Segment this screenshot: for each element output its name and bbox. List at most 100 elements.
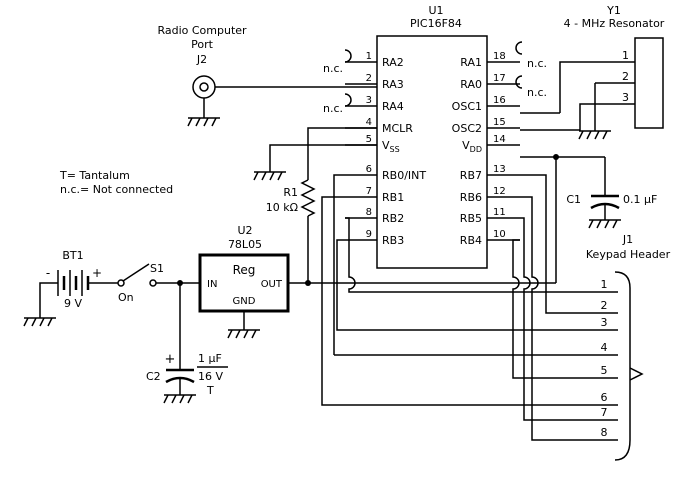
u1-pin-name-8: RB2: [382, 212, 404, 225]
bt1-battery: BT1 9 V - +: [23, 249, 118, 327]
r1-ref: R1: [283, 186, 298, 199]
j2-title-line2: Port: [191, 38, 213, 51]
u1-pin-name-16: OSC1: [452, 100, 482, 113]
c2-plus: +: [165, 352, 176, 367]
u1-pin-name-4: MCLR: [382, 122, 413, 135]
vdd-net: C1 0.1 µF: [520, 154, 657, 283]
u1-pin-name-11: RB5: [460, 212, 482, 225]
ground-symbol-u2: [227, 329, 260, 339]
u1-pin-number-1: 1: [366, 51, 372, 62]
u1-pin-name-3: RA4: [382, 100, 404, 113]
nc-markers: n.c. n.c. n.c. n.c.: [323, 41, 547, 115]
c2-ref: C2: [146, 370, 161, 383]
ground-symbol-y1: [578, 130, 611, 140]
legend-line2: n.c.= Not connected: [60, 183, 173, 196]
nc-label-pin18: n.c.: [527, 57, 547, 70]
s1-on-label: On: [118, 291, 134, 304]
legend: T= Tantalum n.c.= Not connected: [59, 169, 173, 196]
y1-pin-3: 3: [622, 91, 629, 104]
5v-rail: [288, 280, 556, 286]
c1-value: 0.1 µF: [623, 193, 657, 206]
u1-microcontroller: U1 PIC16F84 1 RA2 2 RA3 3 RA4 4 MCLR 5 VSS 6 RB0/IN…: [345, 4, 520, 269]
j2-radio-port: Radio Computer Port J2: [157, 24, 377, 127]
ground-symbol-vss: [253, 171, 286, 181]
legend-line1: T= Tantalum: [59, 169, 130, 182]
u2-out: OUT: [261, 279, 283, 290]
u1-pin-number-18: 18: [493, 51, 506, 62]
s1-ref: S1: [150, 262, 164, 275]
u1-pin-name-1: RA2: [382, 56, 404, 69]
u2-ref: U2: [237, 224, 252, 237]
y1-pin-1: 1: [622, 49, 629, 62]
bt1-value: 9 V: [64, 297, 82, 310]
u1-pin-number-4: 4: [366, 117, 372, 128]
bt1-ref: BT1: [62, 249, 83, 262]
nc-label-pin1: n.c.: [323, 62, 343, 75]
j1-pin-number-1: 1: [601, 278, 608, 291]
u1-pin-number-17: 17: [493, 73, 506, 84]
j1-pin-number-2: 2: [601, 299, 608, 312]
u1-pin-name-2: RA3: [382, 78, 404, 91]
c2-rating: 16 V: [198, 370, 223, 383]
u1-pin-number-14: 14: [493, 134, 506, 145]
u1-pin-name-7: RB1: [382, 191, 404, 204]
ground-symbol-bt1: [23, 317, 56, 327]
j1-pin-number-3: 3: [601, 316, 608, 329]
c2-value: 1 µF: [198, 352, 222, 365]
u1-pin-number-11: 11: [493, 207, 506, 218]
c1-ref: C1: [566, 193, 581, 206]
u1-pin-name-14: VDD: [462, 139, 482, 154]
u1-pin-number-10: 10: [493, 229, 506, 240]
u1-pin-number-3: 3: [366, 95, 372, 106]
j1-pin-number-6: 6: [601, 391, 608, 404]
keypad-wiring: [321, 174, 601, 441]
u1-pin-name-10: RB4: [460, 234, 482, 247]
j1-pin-number-7: 7: [601, 406, 608, 419]
u2-in: IN: [207, 279, 217, 290]
c1-capacitor: C1 0.1 µF: [566, 193, 657, 220]
u1-pin-name-5: VSS: [382, 139, 400, 154]
u1-pin-number-12: 12: [493, 186, 506, 197]
u2-regulator: U2 78L05 Reg IN OUT GND: [198, 224, 290, 339]
nc-label-pin17: n.c.: [527, 86, 547, 99]
s1-switch: S1 On: [117, 262, 200, 304]
bt1-plus: +: [92, 266, 102, 280]
u2-label: Reg: [233, 263, 256, 277]
r1-resistor: R1 10 kΩ: [266, 127, 377, 283]
r1-value: 10 kΩ: [266, 201, 298, 214]
u1-pin-name-13: RB7: [460, 169, 482, 182]
c2-type: T: [206, 384, 214, 397]
u1-pin-number-16: 16: [493, 95, 506, 106]
u1-pin-number-6: 6: [366, 164, 372, 175]
u1-pin-number-2: 2: [366, 73, 372, 84]
u1-pin-number-5: 5: [366, 134, 372, 145]
j2-ref: J2: [196, 53, 207, 66]
u1-pin-number-8: 8: [366, 207, 372, 218]
u1-pin-number-15: 15: [493, 117, 506, 128]
u2-part: 78L05: [228, 238, 262, 251]
ground-symbol-j2: [187, 117, 220, 127]
j1-pin-number-8: 8: [601, 426, 608, 439]
u1-part: PIC16F84: [410, 17, 462, 30]
j1-desc: Keypad Header: [586, 248, 671, 261]
j2-title-line1: Radio Computer: [157, 24, 247, 37]
u1-pin-name-12: RB6: [460, 191, 482, 204]
u1-pin-number-13: 13: [493, 164, 506, 175]
y1-desc: 4 - MHz Resonator: [564, 17, 665, 30]
j1-ref: J1: [622, 233, 633, 246]
u2-gnd: GND: [233, 296, 256, 307]
ground-symbol-c1: [588, 219, 621, 229]
y1-pin-2: 2: [622, 70, 629, 83]
j1-pin-number-5: 5: [601, 364, 608, 377]
u1-pin-name-6: RB0/INT: [382, 169, 426, 182]
u1-ref: U1: [428, 4, 443, 17]
ground-symbol-c2: [163, 394, 196, 404]
u1-pin-name-18: RA1: [460, 56, 482, 69]
y1-ref: Y1: [606, 4, 621, 17]
u1-pin-name-15: OSC2: [452, 122, 482, 135]
nc-label-pin3: n.c.: [323, 102, 343, 115]
u1-pin-name-9: RB3: [382, 234, 404, 247]
